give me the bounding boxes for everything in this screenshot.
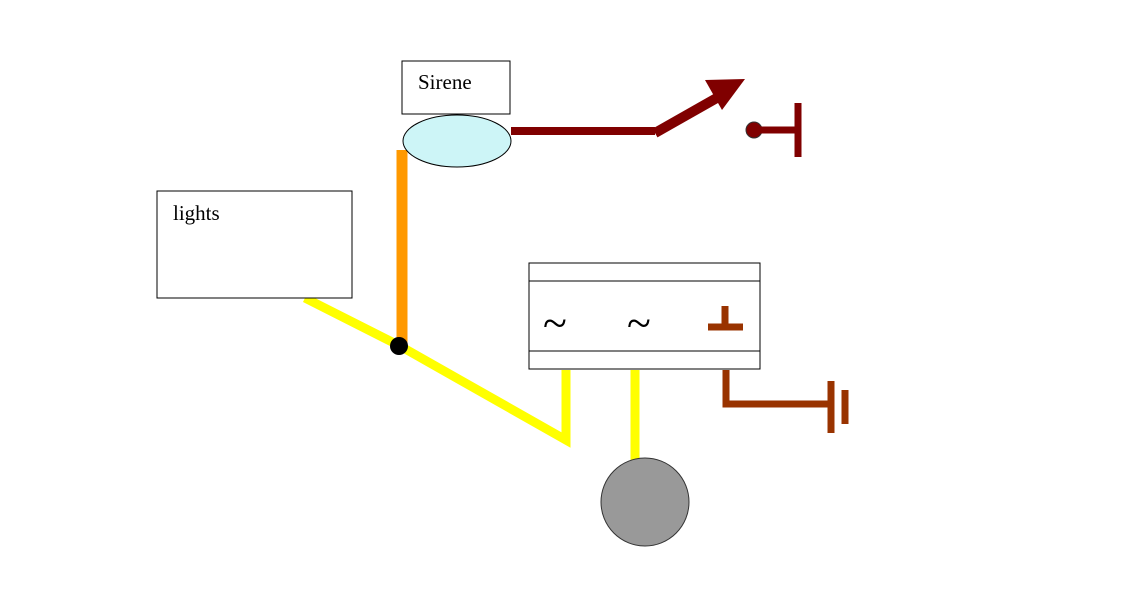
lights-label: lights [173, 201, 220, 225]
switch-contact-dot [745, 121, 763, 139]
switch-lever [652, 90, 725, 138]
switch-arrowhead-icon [705, 79, 745, 110]
yellow-wire-lights [302, 293, 571, 448]
junction-dot [390, 337, 408, 355]
siren-label: Sirene [418, 70, 472, 94]
relay-terminal-ac-2: ~ [627, 299, 651, 348]
relay-terminal-ac-1: ~ [543, 299, 567, 348]
siren-label-box [401, 60, 511, 115]
speaker-circle [600, 457, 690, 547]
lights-box [156, 190, 353, 299]
ground-wire [722, 370, 830, 408]
siren-body [402, 114, 512, 168]
